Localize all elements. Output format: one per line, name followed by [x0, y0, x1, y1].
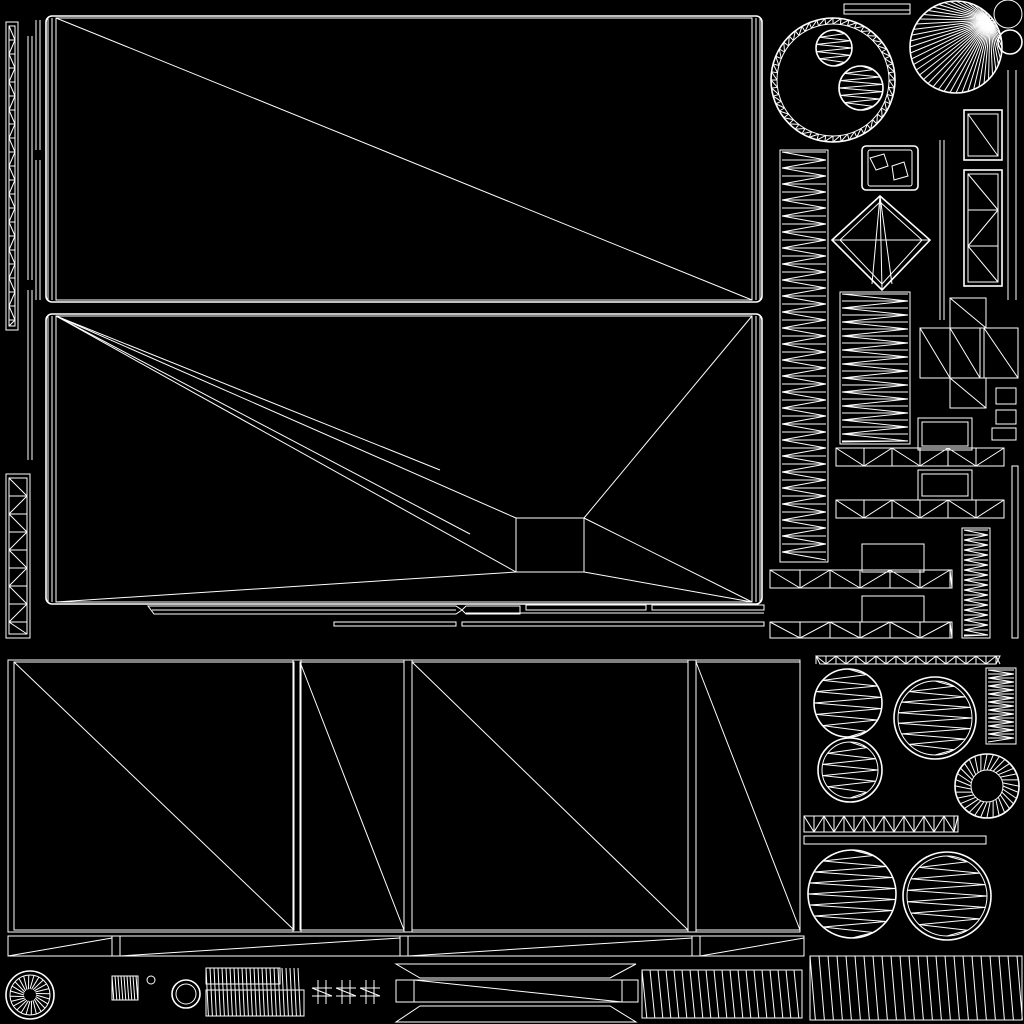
- diamond-part: [830, 194, 932, 292]
- rect-with-strips-b: [769, 595, 953, 639]
- fan-disc-top-right: [909, 0, 1023, 94]
- left-strip-top: [5, 21, 19, 331]
- cube-cluster: [919, 297, 1019, 441]
- disc-2: [893, 676, 977, 760]
- bottom-panel-base-strip: [7, 935, 805, 957]
- hatched-block: [839, 291, 911, 445]
- disc-5: [902, 851, 992, 941]
- wheel-disc: [954, 753, 1020, 819]
- long-hatched-bars: [803, 815, 987, 845]
- bottom-small-parts: [5, 955, 1023, 1023]
- thin-vertical-rails-right: [939, 70, 1017, 320]
- stacked-blocks-lower: [835, 469, 1005, 519]
- top-thin-beam-right: [815, 655, 1001, 665]
- left-strip-bottom: [5, 473, 31, 639]
- disc-1: [813, 668, 883, 738]
- large-ring-top: [770, 17, 896, 143]
- rect-with-strips-a: [769, 543, 953, 589]
- top-large-panel: [45, 15, 763, 303]
- top-right-hatch-bar: [843, 3, 911, 15]
- disc-3: [817, 737, 883, 803]
- middle-perspective-panel: [45, 313, 763, 605]
- thin-horizontal-strips: [147, 604, 765, 627]
- right-thin-vertical-mid: [961, 465, 1019, 639]
- left-thin-rails: [27, 20, 41, 460]
- stacked-blocks-upper: [835, 417, 1005, 467]
- disc-4: [807, 849, 897, 939]
- right-framed-rects: [963, 109, 1003, 287]
- hatched-vertical-small: [985, 667, 1017, 745]
- rounded-square-part: [861, 145, 919, 191]
- tall-hatched-strip: [779, 149, 829, 563]
- bottom-large-panel: [7, 659, 801, 933]
